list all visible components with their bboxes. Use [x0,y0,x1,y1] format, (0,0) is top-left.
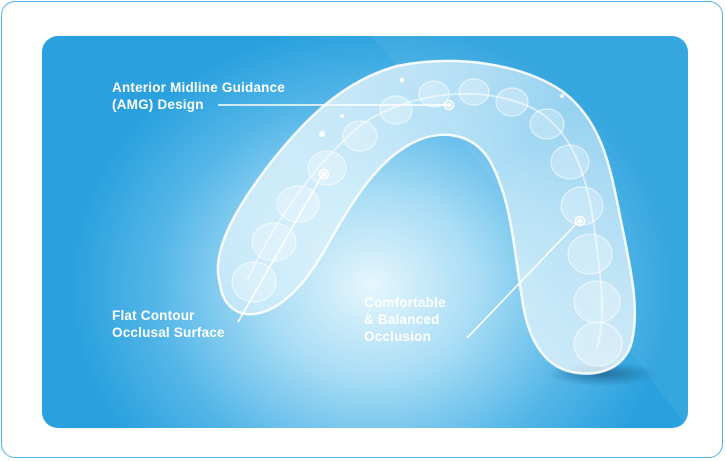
callout-lines [218,104,579,339]
callout-flat-label: Flat Contour Occlusal Surface [112,307,225,341]
callout-comfort-line2: & Balanced [364,312,440,327]
guard-highlights [319,77,564,137]
mouthguard-illustration [216,36,688,428]
callout-amg-line2: (AMG) Design [112,97,204,112]
callout-flat-line2: Occlusal Surface [112,325,225,340]
callout-comfort-label: Comfortable & Balanced Occlusion [364,294,446,345]
mouthguard-inner-groove [246,92,603,349]
callout-comfort-line1: Comfortable [364,295,446,310]
callout-flat-line1: Flat Contour [112,308,195,323]
tooth-impressions [231,78,623,367]
callout-amg-label: Anterior Midline Guidance (AMG) Design [112,79,285,113]
product-image-panel: Anterior Midline Guidance (AMG) Design F… [42,36,688,428]
callout-dots [318,99,586,227]
callout-comfort-line3: Occlusion [364,329,432,344]
callout-amg-line1: Anterior Midline Guidance [112,80,286,95]
light-sweep [372,36,688,428]
mouthguard-body [216,59,637,375]
